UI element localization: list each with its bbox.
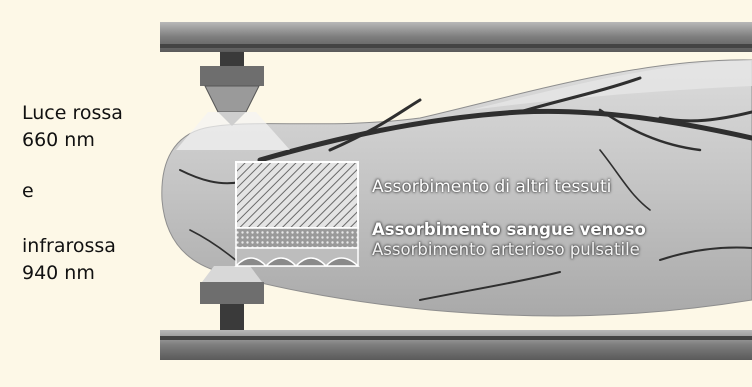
infrared-wavelength: 940 nm <box>22 262 95 284</box>
conjunction-text: e <box>22 180 34 202</box>
red-light-name: Luce rossa <box>22 102 123 124</box>
infrared-label: infrarossa 940 nm <box>22 233 116 287</box>
blood-vessels <box>179 76 752 301</box>
callout-venous-blood: Assorbimento sangue venoso <box>372 220 646 239</box>
absorption-layers <box>234 161 360 268</box>
bottom-clip-bar <box>160 330 752 360</box>
red-light-wavelength: 660 nm <box>22 129 95 151</box>
callout-arterial-pulsatile: Assorbimento arterioso pulsatile <box>372 240 640 259</box>
callout-other-tissues: Assorbimento di altri tessuti <box>372 177 612 197</box>
red-light-label: Luce rossa 660 nm <box>22 100 123 154</box>
top-sensor-emitter <box>176 52 290 150</box>
conjunction-label: e <box>22 178 34 205</box>
bottom-sensor-detector <box>200 266 264 330</box>
infrared-name: infrarossa <box>22 235 116 257</box>
